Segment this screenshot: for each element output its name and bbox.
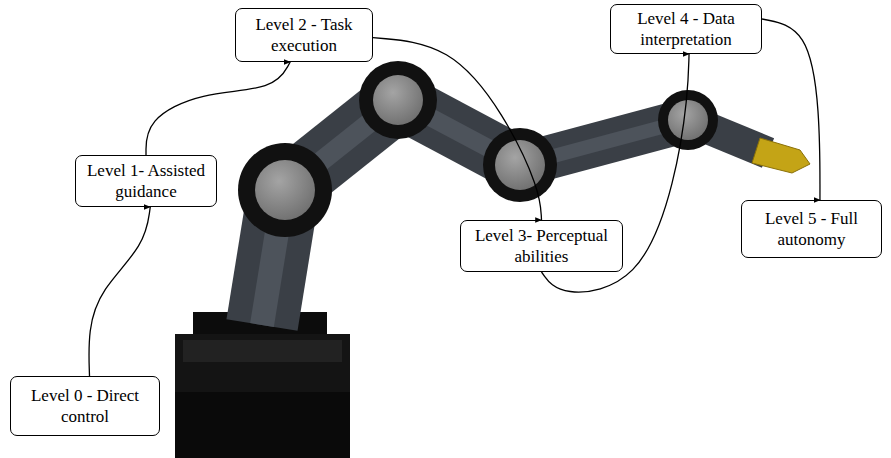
base-foot — [175, 392, 350, 458]
level-label: Level 5 - Full autonomy — [748, 208, 875, 250]
base-band — [183, 340, 342, 362]
robot-links — [262, 100, 768, 325]
level-box: Level 0 - Direct control — [10, 376, 160, 436]
level-box: Level 3- Perceptual abilities — [460, 220, 623, 272]
joint-cap — [495, 140, 545, 190]
arrow-connector — [762, 19, 820, 200]
level-label: Level 3- Perceptual abilities — [467, 225, 616, 267]
robot-base — [175, 312, 350, 458]
joint-ring — [359, 61, 437, 139]
arrow-connector — [146, 62, 290, 155]
arrow-connector — [542, 54, 690, 292]
base-block — [175, 334, 350, 458]
level-box: Level 5 - Full autonomy — [741, 200, 882, 258]
level-label: Level 4 - Data interpretation — [617, 8, 755, 50]
joint-ring — [238, 143, 332, 237]
robot-joints — [238, 61, 718, 237]
level-box: Level 2 - Task execution — [235, 8, 373, 62]
arrow-connector — [373, 38, 542, 220]
joint-cap — [255, 160, 315, 220]
joint-cap — [373, 75, 423, 125]
level-label: Level 2 - Task execution — [242, 14, 366, 56]
end-effector-tip — [752, 138, 810, 173]
level-box: Level 4 - Data interpretation — [610, 4, 762, 54]
joint-ring — [483, 128, 557, 202]
level-box: Level 1- Assisted guidance — [75, 155, 217, 207]
arrow-connector — [89, 207, 150, 376]
level-label: Level 1- Assisted guidance — [82, 160, 210, 202]
joint-ring — [658, 90, 718, 150]
level-label: Level 0 - Direct control — [17, 385, 153, 427]
joint-cap — [668, 100, 708, 140]
